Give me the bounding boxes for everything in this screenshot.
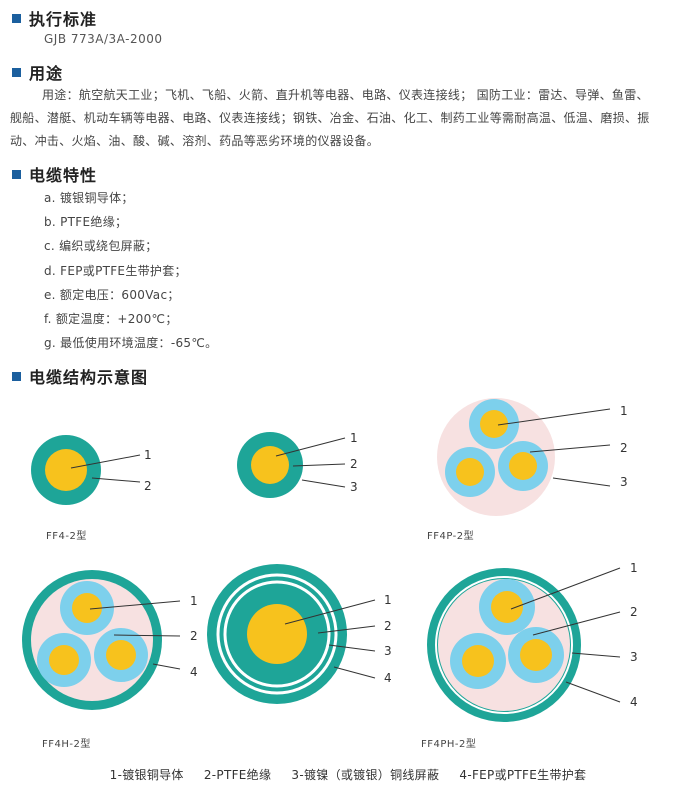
leader-line bbox=[317, 625, 376, 634]
callout-label: 1 bbox=[620, 404, 628, 418]
legend-item: 4-FEP或PTFE生带护套 bbox=[459, 768, 587, 782]
feature-item: g. 最低使用环境温度：-65℃。 bbox=[44, 336, 218, 351]
leader-line bbox=[529, 444, 611, 453]
legend-item: 3-镀镍（或镀银）铜线屏蔽 bbox=[291, 768, 440, 782]
conductor-core bbox=[456, 458, 484, 486]
conductor-core bbox=[480, 410, 508, 438]
leader-line bbox=[565, 681, 621, 703]
legend-item: 2-PTFE绝缘 bbox=[203, 768, 272, 782]
leader-line bbox=[333, 666, 376, 679]
callout-label: 2 bbox=[190, 629, 198, 643]
callout-label: 1 bbox=[384, 593, 392, 607]
conductor-core bbox=[462, 645, 494, 677]
callout-label: 2 bbox=[144, 479, 152, 493]
leader-line bbox=[301, 479, 346, 488]
conductor-core bbox=[72, 593, 102, 623]
feature-item: b. PTFE绝缘； bbox=[44, 215, 128, 230]
leader-line bbox=[275, 437, 346, 457]
callout-label: 3 bbox=[384, 644, 392, 658]
callout-label: 1 bbox=[630, 561, 638, 575]
conductor-core bbox=[106, 640, 136, 670]
square-bullet-icon bbox=[12, 13, 21, 23]
callout-label: 4 bbox=[384, 671, 392, 685]
callout-label: 1 bbox=[190, 594, 198, 608]
cable-diagram-5: 1 2 3 4 bbox=[207, 564, 392, 704]
callout-label: 2 bbox=[630, 605, 638, 619]
leader-line bbox=[328, 644, 376, 652]
section-title-text: 执行标准 bbox=[29, 10, 98, 29]
leader-line bbox=[510, 567, 621, 610]
diagram-caption-ff4ph: FF4PH-2型 bbox=[421, 739, 477, 750]
shield-ring bbox=[216, 573, 338, 695]
leader-line bbox=[91, 477, 141, 483]
cable-diagram-2: 1 2 3 bbox=[237, 431, 358, 498]
leader-line bbox=[532, 611, 621, 636]
section-title-structure: 电缆结构示意图 bbox=[12, 364, 148, 388]
diagram-caption-ff4h: FF4H-2型 bbox=[42, 739, 91, 750]
section-title-features: 电缆特性 bbox=[12, 162, 97, 186]
feature-item: d. FEP或PTFE生带护套； bbox=[44, 263, 187, 278]
cable-diagram-ff4p: 1 2 3 bbox=[437, 398, 628, 516]
section-title-standard: 执行标准 bbox=[12, 6, 97, 30]
shield-ring bbox=[435, 576, 573, 714]
feature-item: c. 编织或绕包屏蔽； bbox=[44, 239, 158, 254]
square-bullet-icon bbox=[12, 371, 21, 381]
conductor-core bbox=[247, 604, 307, 664]
section-title-text: 电缆结构示意图 bbox=[29, 368, 149, 387]
conductor-core bbox=[49, 645, 79, 675]
leader-line bbox=[292, 463, 346, 467]
leader-line bbox=[284, 599, 376, 625]
callout-label: 2 bbox=[620, 441, 628, 455]
conductor-core bbox=[45, 449, 87, 491]
section-title-usage: 用途 bbox=[12, 60, 63, 84]
section-title-text: 电缆特性 bbox=[29, 166, 98, 185]
diagram-caption-ff4: FF4-2型 bbox=[46, 531, 87, 542]
conductor-core bbox=[251, 446, 289, 484]
leader-line bbox=[571, 652, 621, 658]
callout-label: 4 bbox=[630, 695, 638, 709]
conductor-core bbox=[520, 639, 552, 671]
feature-item: a. 镀银铜导体； bbox=[44, 191, 134, 205]
callout-label: 1 bbox=[350, 431, 358, 445]
cable-diagram-ff4ph: 1 2 3 4 bbox=[427, 561, 638, 722]
cable-diagram-ff4: 1 2 bbox=[31, 435, 152, 505]
feature-item: e. 额定电压：600Vac； bbox=[44, 287, 180, 302]
conductor-core bbox=[509, 452, 537, 480]
callout-label: 3 bbox=[630, 650, 638, 664]
legend-item: 1-镀银铜导体 bbox=[109, 768, 184, 782]
callout-label: 1 bbox=[144, 448, 152, 462]
leader-line bbox=[552, 477, 611, 487]
leader-line bbox=[113, 634, 181, 637]
leader-line bbox=[89, 600, 181, 610]
callout-label: 3 bbox=[620, 475, 628, 489]
callout-label: 4 bbox=[190, 665, 198, 679]
square-bullet-icon bbox=[12, 67, 21, 77]
leader-line bbox=[497, 408, 611, 426]
diagram-legend: 1-镀银铜导体 2-PTFE绝缘 3-镀镍（或镀银）铜线屏蔽 4-FEP或PTF… bbox=[0, 766, 696, 783]
section-title-text: 用途 bbox=[29, 64, 64, 83]
leader-line bbox=[152, 663, 181, 670]
diagram-caption-ff4p: FF4P-2型 bbox=[427, 531, 475, 542]
feature-list: a. 镀银铜导体； b. PTFE绝缘； c. 编织或绕包屏蔽； d. FEP或… bbox=[44, 186, 217, 355]
callout-label: 3 bbox=[350, 480, 358, 494]
conductor-core bbox=[491, 591, 523, 623]
leader-line bbox=[70, 454, 141, 469]
cable-diagram-ff4h: 1 2 4 bbox=[22, 570, 198, 710]
feature-item: f. 额定温度：+200℃； bbox=[44, 312, 178, 327]
callout-label: 2 bbox=[384, 619, 392, 633]
square-bullet-icon bbox=[12, 169, 21, 179]
usage-paragraph: 用途：航空航天工业；飞机、飞船、火箭、直升机等电器、电路、仪表连接线； 国防工业… bbox=[10, 88, 650, 148]
standard-text: GJB 773A/3A-2000 bbox=[44, 32, 163, 46]
callout-label: 2 bbox=[350, 457, 358, 471]
shield-ring bbox=[223, 580, 331, 688]
